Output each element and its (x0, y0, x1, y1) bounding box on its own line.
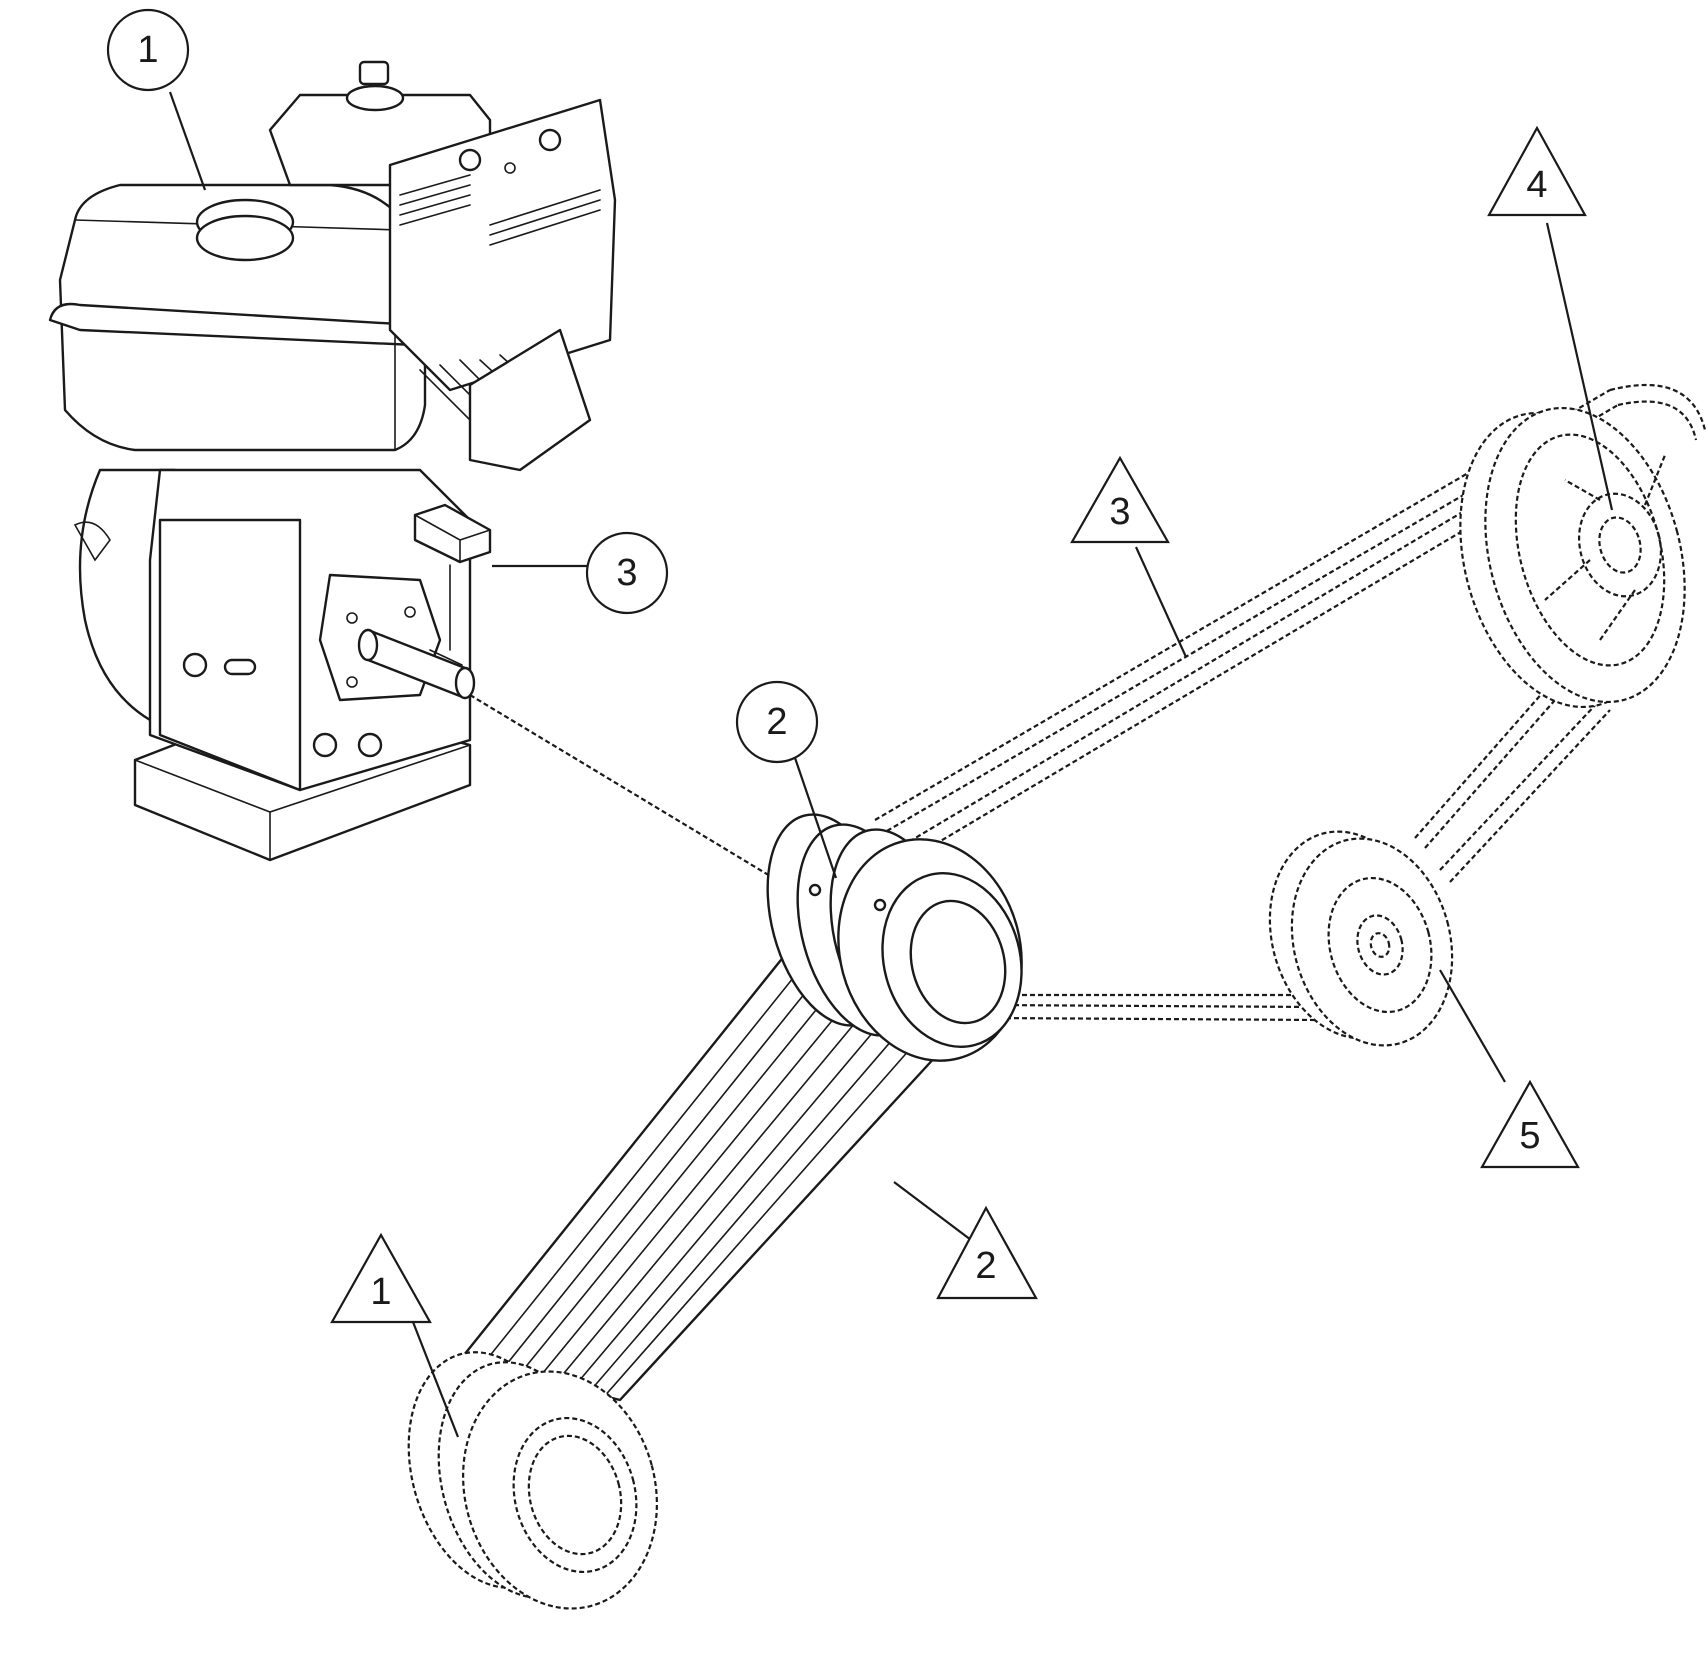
callout-circle-3-label: 3 (616, 552, 637, 594)
callout-triangle-4: 4 (1487, 125, 1587, 217)
leader-lines (168, 91, 1614, 1438)
callout-triangle-2: 2 (936, 1205, 1038, 1300)
pulley-2 (766, 813, 1023, 1062)
pulley-4 (1459, 406, 1686, 709)
callout-circle-3: 3 (585, 531, 669, 615)
callout-triangle-3-label: 3 (1109, 491, 1130, 533)
callout-triangle-1: 1 (330, 1232, 432, 1324)
callout-triangle-3: 3 (1070, 455, 1170, 544)
callout-circle-2: 2 (735, 680, 819, 764)
pulley-1 (407, 1351, 658, 1610)
callout-triangle-1-label: 1 (370, 1271, 391, 1313)
callout-circle-2-label: 2 (766, 701, 787, 743)
callout-circle-1-label: 1 (137, 29, 158, 71)
callout-triangle-5-label: 5 (1519, 1115, 1540, 1157)
callout-triangle-2-label: 2 (975, 1245, 996, 1287)
callout-triangle-4-label: 4 (1526, 164, 1547, 206)
mounting-line (469, 694, 791, 889)
engine (48, 60, 617, 862)
callout-triangle-5: 5 (1480, 1079, 1580, 1169)
pulley-5 (1268, 830, 1454, 1047)
callout-circle-1: 1 (106, 8, 190, 92)
lower-belt (989, 689, 1611, 1022)
